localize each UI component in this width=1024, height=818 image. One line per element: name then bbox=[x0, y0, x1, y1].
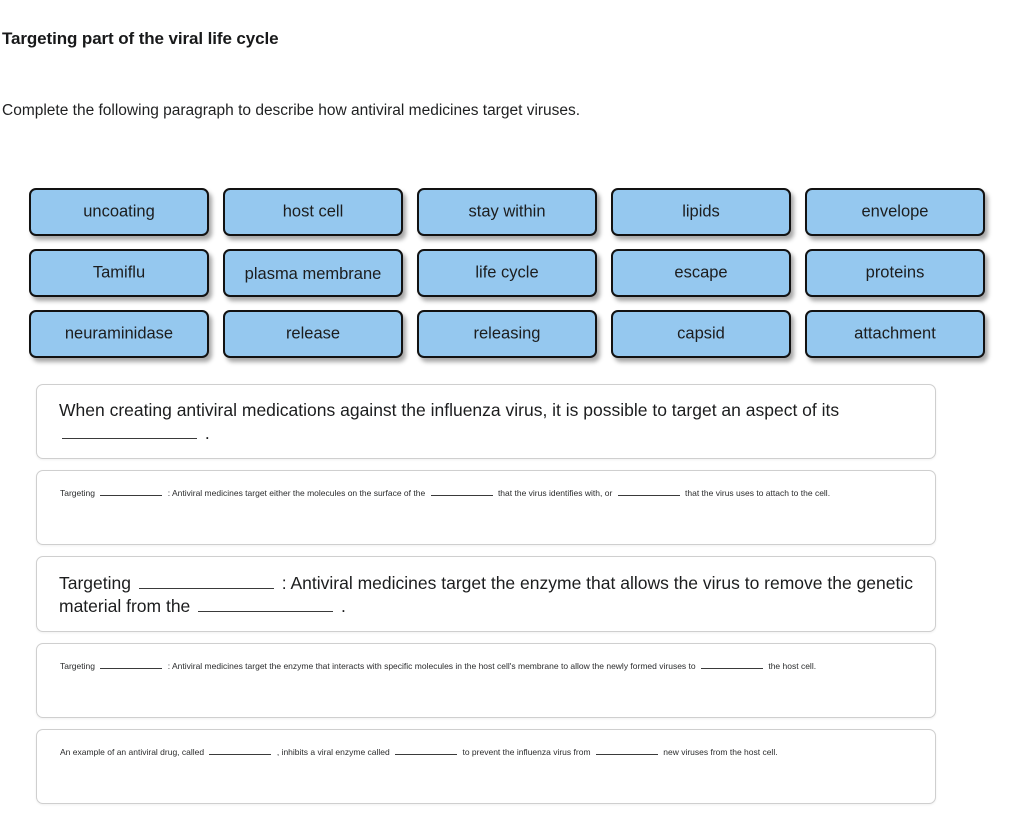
word-tile[interactable]: releasing bbox=[417, 310, 597, 358]
word-tile-label: envelope bbox=[861, 202, 929, 221]
answer-text-fragment: the host cell. bbox=[765, 661, 817, 671]
word-tile[interactable]: lipids bbox=[611, 188, 791, 236]
answer-text-fragment: Targeting bbox=[59, 573, 136, 593]
word-tile[interactable]: plasma membrane bbox=[223, 249, 403, 297]
answer-sentence: An example of an antiviral drug, called … bbox=[60, 739, 915, 766]
word-tile[interactable]: uncoating bbox=[29, 188, 209, 236]
answer-box[interactable]: Targeting : Antiviral medicines target e… bbox=[36, 470, 936, 545]
word-tile-label: stay within bbox=[468, 202, 546, 221]
answer-blank[interactable] bbox=[395, 745, 458, 755]
answer-text-fragment: . bbox=[200, 423, 210, 443]
word-tile[interactable]: neuraminidase bbox=[29, 310, 209, 358]
answer-blank[interactable] bbox=[100, 659, 163, 669]
word-tile[interactable]: attachment bbox=[805, 310, 985, 358]
answer-text-fragment: When creating antiviral medications agai… bbox=[59, 400, 840, 420]
word-tile[interactable]: envelope bbox=[805, 188, 985, 236]
word-tile[interactable]: host cell bbox=[223, 188, 403, 236]
answer-blank[interactable] bbox=[209, 745, 272, 755]
answer-text-fragment: : Antiviral medicines target either the … bbox=[165, 488, 428, 498]
word-tile-label: neuraminidase bbox=[64, 324, 174, 343]
word-tile[interactable]: escape bbox=[611, 249, 791, 297]
answer-text-fragment: that the virus uses to attach to the cel… bbox=[682, 488, 831, 498]
word-tile-label: capsid bbox=[677, 324, 725, 343]
answer-text-fragment: An example of an antiviral drug, called bbox=[60, 747, 207, 757]
answer-text-fragment: that the virus identifies with, or bbox=[495, 488, 615, 498]
answer-sentence: When creating antiviral medications agai… bbox=[59, 399, 915, 444]
word-tile-label: host cell bbox=[282, 202, 344, 221]
word-tile[interactable]: life cycle bbox=[417, 249, 597, 297]
word-tile[interactable]: release bbox=[223, 310, 403, 358]
word-tile-label: release bbox=[285, 324, 341, 343]
word-tile-label: Tamiflu bbox=[92, 263, 146, 282]
answer-blank[interactable] bbox=[100, 486, 163, 496]
word-tile[interactable]: proteins bbox=[805, 249, 985, 297]
word-tile[interactable]: stay within bbox=[417, 188, 597, 236]
word-tile-label: life cycle bbox=[475, 263, 539, 282]
answer-box[interactable]: An example of an antiviral drug, called … bbox=[36, 729, 936, 804]
word-bank: uncoating host cell stay within lipids envel… bbox=[29, 188, 987, 358]
word-tile-label: attachment bbox=[854, 324, 936, 343]
answer-sentence: Targeting : Antiviral medicines target t… bbox=[60, 653, 915, 680]
answer-blank[interactable] bbox=[62, 421, 197, 439]
answer-box[interactable]: When creating antiviral medications agai… bbox=[36, 384, 936, 459]
answer-text-fragment: . bbox=[336, 596, 346, 616]
answer-box-list: When creating antiviral medications agai… bbox=[36, 384, 936, 815]
word-tile-label: releasing bbox=[473, 324, 541, 343]
word-tile-label: proteins bbox=[865, 263, 925, 282]
word-tile[interactable]: Tamiflu bbox=[29, 249, 209, 297]
answer-blank[interactable] bbox=[430, 486, 493, 496]
answer-blank[interactable] bbox=[595, 745, 658, 755]
answer-text-fragment: : Antiviral medicines target the enzyme … bbox=[59, 573, 914, 616]
answer-text-fragment: Targeting bbox=[60, 661, 98, 671]
word-tile-label: lipids bbox=[682, 202, 720, 221]
answer-text-fragment: Targeting bbox=[60, 488, 98, 498]
word-tile-label: escape bbox=[674, 263, 728, 282]
answer-text-fragment: new viruses from the host cell. bbox=[660, 747, 778, 757]
answer-box[interactable]: Targeting : Antiviral medicines target t… bbox=[36, 643, 936, 718]
answer-blank[interactable] bbox=[138, 571, 274, 589]
answer-sentence: Targeting : Antiviral medicines target e… bbox=[60, 480, 915, 507]
answer-sentence: Targeting : Antiviral medicines target t… bbox=[59, 571, 915, 617]
word-tile-label: uncoating bbox=[83, 202, 155, 221]
instruction-text: Complete the following paragraph to desc… bbox=[2, 101, 581, 119]
answer-blank[interactable] bbox=[617, 486, 680, 496]
answer-text-fragment: , inhibits a viral enzyme called bbox=[274, 747, 393, 757]
word-tile[interactable]: capsid bbox=[611, 310, 791, 358]
answer-blank[interactable] bbox=[700, 659, 763, 669]
answer-box[interactable]: Targeting : Antiviral medicines target t… bbox=[36, 556, 936, 632]
answer-text-fragment: : Antiviral medicines target the enzyme … bbox=[165, 661, 698, 671]
answer-text-fragment: to prevent the influenza virus from bbox=[460, 747, 593, 757]
word-tile-label: plasma membrane bbox=[244, 265, 382, 283]
page-title: Targeting part of the viral life cycle bbox=[2, 29, 279, 49]
answer-blank[interactable] bbox=[198, 594, 334, 612]
